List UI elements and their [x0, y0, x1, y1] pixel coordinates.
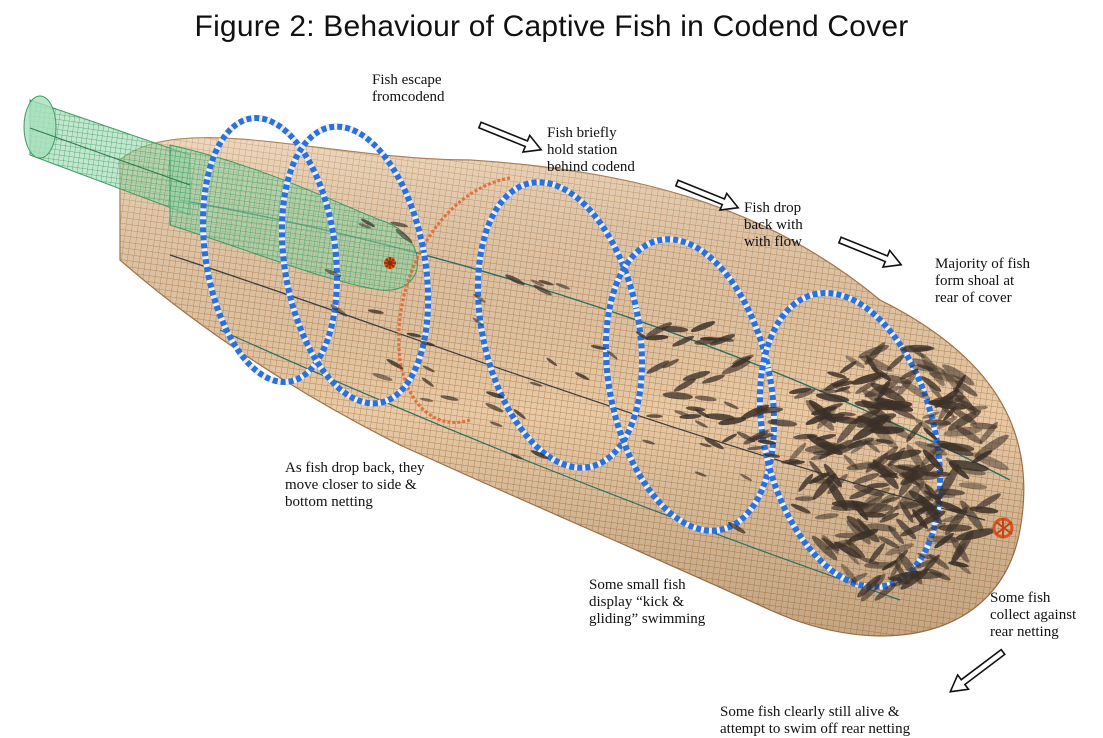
annotation-kick-glide: Some small fish display “kick & gliding”…: [589, 577, 705, 628]
fish: [938, 524, 972, 531]
hollow-arrow-icon: [945, 645, 1009, 699]
hollow-arrow-icon: [837, 232, 905, 273]
annotation-shoal: Majority of fish form shoal at rear of c…: [935, 256, 1030, 307]
annotation-drop-back: Fish drop back with with flow: [744, 200, 803, 251]
annotation-still-alive: Some fish clearly still alive & attempt …: [720, 704, 910, 738]
annotation-collect-rear: Some fish collect against rear netting: [990, 590, 1076, 641]
codend-knot-icon: [384, 257, 396, 269]
annotation-hold-station: Fish briefly hold station behind codend: [547, 125, 635, 176]
fish: [795, 496, 816, 501]
annotation-escape: Fish escape fromcodend: [372, 72, 444, 106]
hollow-arrow-icon: [477, 117, 545, 158]
annotation-move-closer: As fish drop back, they move closer to s…: [285, 460, 425, 511]
fish: [908, 572, 942, 579]
